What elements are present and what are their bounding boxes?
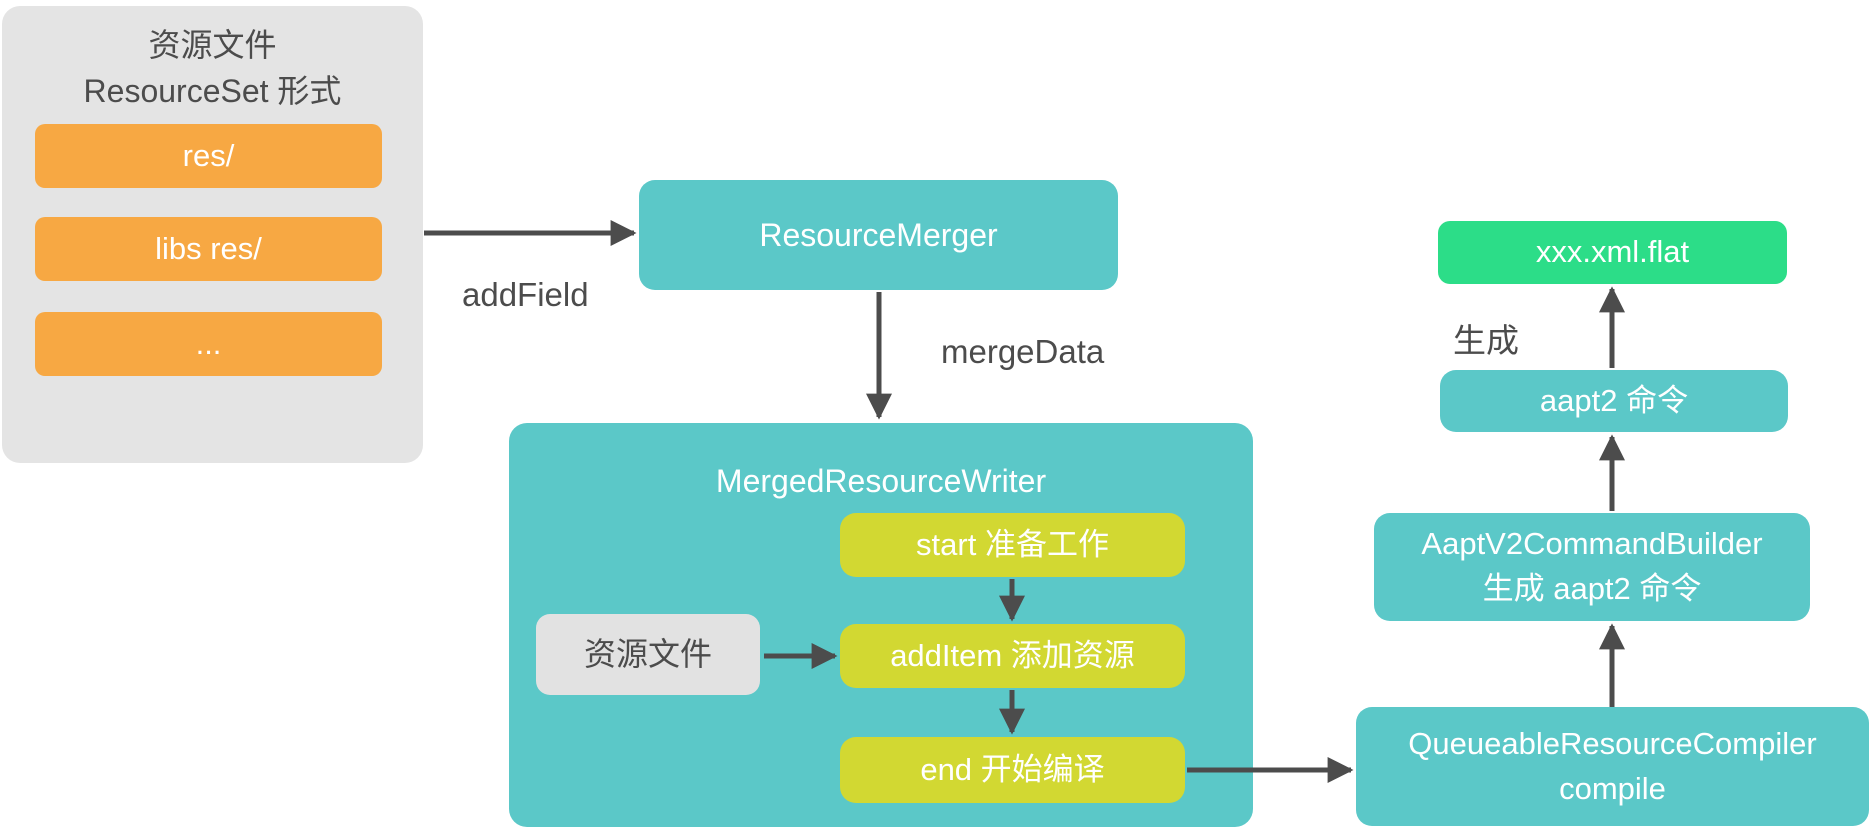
queueable-compile-label: compile [1559,770,1666,806]
edge-label-generate: 生成 [1453,322,1519,359]
resource-item-res: res/ [35,124,382,188]
resource-item-more: ... [35,312,382,376]
edge-label-addfield: addField [462,276,589,313]
resource-item-libs-res-label: libs res/ [155,230,262,266]
step-additem-node: addItem 添加资源 [840,624,1185,688]
step-start-label: start 准备工作 [916,526,1109,562]
queueable-resource-compiler-node: QueueableResourceCompiler compile [1356,707,1869,826]
resource-set-panel: 资源文件 ResourceSet 形式 res/ libs res/ ... [2,6,423,463]
resource-set-panel-title: 资源文件 ResourceSet 形式 [2,22,423,115]
aapt2-command-node: aapt2 命令 [1440,370,1788,432]
aapt2-command-label: aapt2 命令 [1539,382,1689,418]
flat-output-node: xxx.xml.flat [1438,221,1787,284]
resource-set-panel-title-line2: ResourceSet 形式 [83,73,342,110]
aaptv2-command-builder-node: AaptV2CommandBuilder 生成 aapt2 命令 [1374,513,1810,621]
inner-resource-file-node: 资源文件 [536,614,760,695]
resource-item-res-label: res/ [182,137,235,173]
flat-output-label: xxx.xml.flat [1535,234,1690,270]
resource-merger-node: ResourceMerger [639,180,1118,290]
step-additem-label: addItem 添加资源 [890,637,1135,673]
resource-set-panel-title-line1: 资源文件 [148,27,277,63]
merged-resource-writer-label: MergedResourceWriter [715,463,1047,499]
edge-label-mergedata: mergeData [941,333,1105,370]
step-end-node: end 开始编译 [840,737,1185,803]
resource-item-libs-res: libs res/ [35,217,382,281]
resource-item-more-label: ... [195,325,222,361]
aaptv2-command-builder-label: AaptV2CommandBuilder [1421,526,1763,562]
step-end-label: end 开始编译 [920,751,1105,787]
queueable-resource-compiler-label: QueueableResourceCompiler [1408,725,1817,761]
step-start-node: start 准备工作 [840,513,1185,577]
aaptv2-generate-label: 生成 aapt2 命令 [1482,571,1702,606]
inner-resource-file-label: 资源文件 [583,636,712,673]
resource-merger-label: ResourceMerger [759,216,998,253]
